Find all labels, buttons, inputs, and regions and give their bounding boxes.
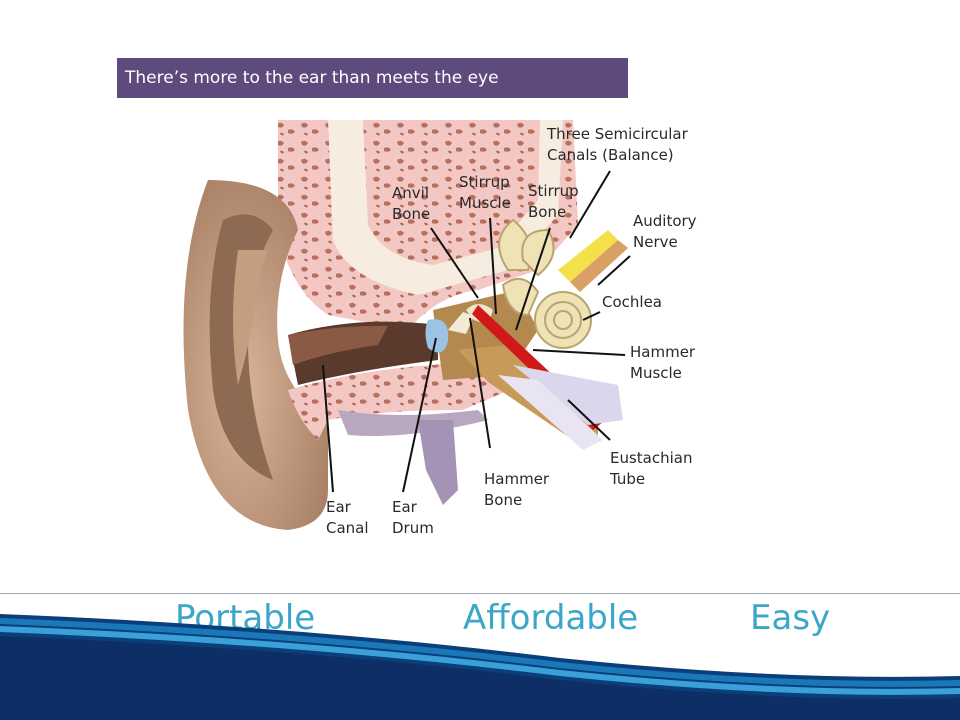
leader-stirrup-bone (515, 227, 551, 331)
label-anvil-line2: Bone (392, 205, 430, 223)
tagline-row: Portable Affordable Easy (0, 596, 960, 640)
label-hammer-muscle-line1: Hammer (630, 343, 696, 361)
label-stirrup-bone-line1: Stirrup (528, 182, 579, 200)
label-auditory-line1: Auditory (633, 212, 697, 230)
footer-divider (0, 593, 960, 594)
label-auditory-line2: Nerve (633, 233, 678, 251)
leader-ear-drum (402, 337, 437, 493)
slide-title-banner: There’s more to the ear than meets the e… (117, 58, 628, 98)
leader-hammer-bone (469, 317, 491, 449)
leader-semicircular (569, 170, 611, 239)
label-cochlea: Cochlea (602, 293, 662, 311)
leader-stirrup-muscle (489, 217, 497, 315)
label-stirrup-muscle-line1: Stirrup (459, 173, 510, 191)
label-ear-drum-line1: Ear (392, 498, 418, 516)
label-eustachian-line2: Tube (609, 470, 645, 488)
leader-hammer-muscle (532, 349, 626, 356)
label-hammer-muscle-line2: Muscle (630, 364, 682, 382)
ear-anatomy-diagram: Three Semicircular Canals (Balance) Anvi… (178, 120, 710, 542)
label-ear-canal-line1: Ear (326, 498, 352, 516)
label-ear-canal-line2: Canal (326, 519, 369, 537)
ear-illustration: Three Semicircular Canals (Balance) Anvi… (183, 120, 697, 537)
label-semicircular-line2: Canals (Balance) (547, 146, 674, 164)
label-hammer-bone-line2: Bone (484, 491, 522, 509)
leader-ear-canal (322, 364, 334, 493)
leader-auditory (597, 255, 631, 286)
label-eustachian-line1: Eustachian (610, 449, 693, 467)
leader-cochlea (582, 311, 601, 321)
leader-eustachian (567, 399, 611, 441)
label-hammer-bone-line1: Hammer (484, 470, 550, 488)
leader-anvil (430, 227, 479, 299)
tagline-affordable: Affordable (463, 598, 639, 638)
label-stirrup-bone-line2: Bone (528, 203, 566, 221)
label-anvil-line1: Anvil (392, 184, 429, 202)
label-ear-drum-line2: Drum (392, 519, 434, 537)
footer-wave-decoration (0, 614, 960, 720)
label-semicircular-line1: Three Semicircular (546, 125, 689, 143)
tagline-easy: Easy (750, 598, 831, 638)
label-stirrup-muscle-line2: Muscle (459, 194, 511, 212)
